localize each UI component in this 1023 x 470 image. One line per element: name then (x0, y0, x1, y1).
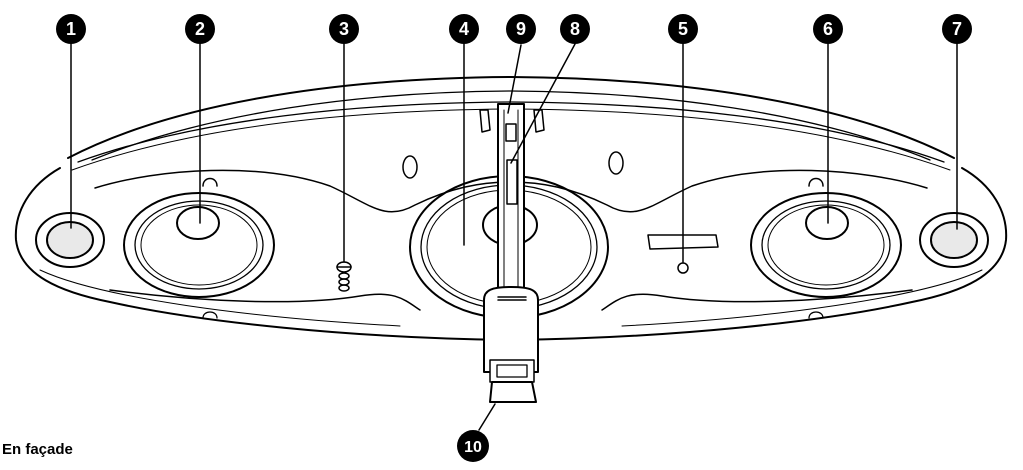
dock-clip-housing (483, 286, 539, 373)
woofer-right-cap (805, 206, 849, 240)
callout-6: 6 (813, 14, 843, 44)
svg-text:7: 7 (952, 19, 962, 39)
speaker-body-bottom-band-r (621, 269, 983, 327)
callout-7: 7 (942, 14, 972, 44)
svg-text:2: 2 (195, 19, 205, 39)
status-light (677, 262, 689, 274)
svg-text:3: 3 (339, 19, 349, 39)
panel-vent-left (402, 155, 418, 179)
speaker-top-inner-rim (91, 90, 931, 161)
callout-1: 1 (56, 14, 86, 44)
callout-9: 9 (506, 14, 536, 44)
view-caption: En façade (2, 441, 73, 458)
callout-leaders (70, 41, 958, 431)
panel-foot-left (202, 311, 218, 319)
speaker-deck-edge (77, 101, 945, 163)
tweeter-left-inner (46, 221, 94, 259)
svg-text:10: 10 (464, 439, 482, 456)
callout-4: 4 (449, 14, 479, 44)
svg-text:9: 9 (516, 19, 526, 39)
panel-notch-left (202, 177, 218, 187)
tweeter-left-outer (35, 212, 105, 268)
callout-8: 8 (560, 14, 590, 44)
dock-arm (479, 103, 545, 403)
front-panel-contour-lower (109, 289, 913, 311)
woofer-left-ring (134, 200, 264, 290)
woofer-left-cap (176, 206, 220, 240)
svg-text:5: 5 (678, 19, 688, 39)
dock-clip-tab (489, 381, 537, 403)
woofer-right-ring (761, 200, 891, 290)
speaker-body-bottom-band (39, 269, 401, 327)
svg-text:6: 6 (823, 19, 833, 39)
logo-plate (647, 234, 719, 250)
tweeter-right-inner (930, 221, 978, 259)
callout-10: 10 (457, 430, 489, 462)
screw-fastener (336, 261, 352, 292)
speaker-top-deck (67, 76, 955, 159)
woofer-left-ring-2 (140, 204, 258, 286)
svg-text:1: 1 (66, 19, 76, 39)
woofer-right-ring-2 (767, 204, 885, 286)
woofer-right-outer (750, 192, 902, 298)
panel-vent-right (608, 151, 624, 175)
panel-foot-right (808, 311, 824, 319)
dock-connector-slot (506, 159, 518, 205)
svg-text:4: 4 (459, 19, 469, 39)
callout-3: 3 (329, 14, 359, 44)
callout-2: 2 (185, 14, 215, 44)
tweeter-right-outer (919, 212, 989, 268)
panel-notch-right (808, 177, 824, 187)
callout-markers: 1 2 3 4 5 6 7 8 (56, 14, 972, 462)
callout-5: 5 (668, 14, 698, 44)
dock-upper-slot (505, 123, 517, 142)
woofer-left-outer (123, 192, 275, 298)
svg-text:8: 8 (570, 19, 580, 39)
